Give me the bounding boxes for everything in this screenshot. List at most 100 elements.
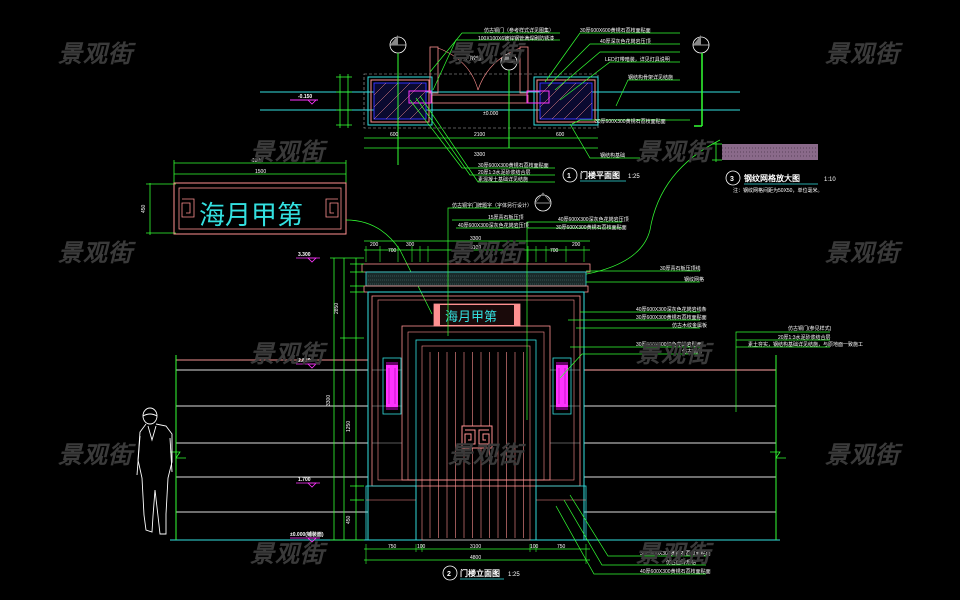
- sign-text: 海月甲第: [199, 201, 303, 231]
- view-number-1: 1: [567, 173, 571, 180]
- plan-note-right-low: 30厚600X300黄锈石荔枝面贴面: [595, 118, 666, 125]
- plan-left-dimensions: [336, 74, 352, 128]
- watermark: 景观街: [448, 239, 523, 267]
- elevation-annotations: 仿古铜字门牌题字（字体另行设计） 15厚青石板压顶 40厚600X300深灰色花…: [452, 202, 863, 575]
- plan-note-bottom-3: 素混凝土基础详见结施: [478, 176, 528, 183]
- break-symbol-left: [170, 451, 186, 459]
- view-title-mesh: 3 钢纹网格放大图 1:10 注：钢纹网格间距为50X50，单位毫米。: [725, 170, 836, 194]
- bottom-dim-gap-right: 100: [530, 544, 539, 550]
- view-scale-2: 1:25: [508, 572, 520, 578]
- top-dim-c: 300: [406, 242, 415, 248]
- plan-section-marker-left: [389, 35, 407, 165]
- watermark: 景观街: [636, 340, 711, 368]
- watermark: 景观街: [825, 40, 900, 68]
- watermark: 景观街: [58, 40, 133, 68]
- elev-mark-3: 1.700: [298, 477, 311, 483]
- elev-note-top-1: 仿古铜字门牌题字（字体另行设计）: [452, 202, 532, 209]
- view-title-1: 门楼平面图: [580, 170, 620, 180]
- elev-note-top-2: 15厚青石板压顶: [488, 214, 524, 221]
- name-plaque: 海月甲第: [433, 303, 521, 327]
- plan-note-steel: 100X100X6镀锌钢管满焊刷防锈漆: [478, 35, 554, 42]
- sign-dim-overall: 1800: [252, 158, 263, 164]
- elev-note-r-1: 30厚青石板压顶线: [660, 265, 701, 272]
- view-number-3: 3: [730, 176, 734, 183]
- elev-mark-1: 3.300: [298, 252, 311, 258]
- plan-annotations: 仿古铜门（参考样式详见图集） 100X100X6镀锌钢管满焊刷防锈漆 30厚60…: [466, 27, 673, 183]
- elev-mark-2: 2.850: [298, 358, 311, 364]
- plan-elevation-marker: -0.150: [290, 94, 318, 105]
- elev-mark-4: ±0.000(铺装面): [290, 531, 324, 538]
- view-title-3: 钢纹网格放大图: [744, 173, 800, 183]
- plan-note-hinge: 门铰轴: [466, 55, 481, 62]
- plan-dim-left: 600: [390, 132, 399, 138]
- top-dim-a: 200: [370, 242, 379, 248]
- break-symbol-right: [770, 451, 786, 459]
- plan-section-marker-right: [500, 52, 518, 148]
- bottom-dim-gap-left: 100: [417, 544, 426, 550]
- sign-dim-height: 450: [141, 204, 147, 213]
- top-dim-b: 700: [388, 248, 397, 254]
- top-dim-e: 200: [572, 242, 581, 248]
- elev-note-top-3: 40厚600X300深灰色花岗岩压顶: [458, 222, 529, 229]
- sign-fret-right: [325, 198, 339, 218]
- bottom-dim-right: 750: [557, 544, 566, 550]
- watermark: 景观街: [448, 441, 523, 469]
- plan-dim-total: 3300: [474, 152, 485, 158]
- elev-note-fr-2: 20厚1:3水泥砂浆结合层: [778, 334, 831, 341]
- plan-left-pillar: [367, 76, 433, 126]
- bottom-dim-total: 4800: [470, 555, 481, 561]
- left-dim-1: 2850: [334, 303, 340, 314]
- plan-elevation-label: -0.150: [298, 94, 312, 100]
- elev-note-r-4: 30厚600X300黄锈石荔枝面贴面: [636, 314, 707, 321]
- elev-note-fr-1: 仿古铜门(参见样式): [788, 325, 832, 332]
- elevation-left-dimensions: [330, 257, 364, 541]
- view-number-2: 2: [447, 571, 451, 578]
- plan-right-pillar: [533, 76, 599, 126]
- plan-note-bottom-1: 30厚600X300黄锈石荔枝面贴面: [478, 162, 549, 169]
- door-emblem-icon: [461, 425, 493, 449]
- plan-center-label: ±0.000: [483, 111, 498, 117]
- human-figure-icon: [136, 407, 173, 535]
- sign-detail: 1800 1500 450 海月甲第: [141, 158, 433, 315]
- plan-note-facing: 30厚600X600黄锈石荔枝面贴面: [580, 27, 651, 34]
- elevation-section-marker: [534, 192, 552, 212]
- elev-note-r-5: 仿古木纹金属板: [672, 322, 707, 329]
- watermark: 景观街: [250, 540, 325, 568]
- plan-note-led: LED灯带暗装，详见灯具说明: [605, 56, 670, 63]
- watermark: 景观街: [825, 441, 900, 469]
- plan-note-bottom-2: 20厚1:3水泥砂浆结合层: [478, 169, 531, 176]
- elev-note-br-2: 仿古面砖规格: [666, 559, 696, 566]
- plan-dim-right: 600: [556, 132, 565, 138]
- top-dim-total: 3300: [470, 236, 481, 242]
- view-title-plan: 1 门楼平面图 1:25: [562, 167, 640, 183]
- mesh-detail-view: 3 钢纹网格放大图 1:10 注：钢纹网格间距为50X50，单位毫米。: [559, 139, 836, 279]
- plan-leader-lines: [409, 32, 690, 183]
- detail-callout-arc: [559, 139, 721, 279]
- left-dim-2: 1250: [346, 421, 352, 432]
- plaque-text: 海月甲第: [445, 310, 497, 325]
- plan-gate-leaves: ±0.000: [408, 46, 550, 117]
- bottom-dim-left: 750: [388, 544, 397, 550]
- elev-note-br-1: 30厚600X300黄锈石荔枝面贴面: [640, 550, 711, 557]
- view-title-elevation: 2 门楼立面图 1:25: [442, 565, 520, 581]
- lantern-left: [382, 357, 402, 415]
- plan-section-marker-far-right: [692, 35, 710, 127]
- plan-note-coping: 40厚深灰色花岗岩压顶: [600, 38, 651, 45]
- watermark: 景观街: [636, 138, 711, 166]
- view-scale-1: 1:25: [628, 174, 640, 180]
- elevation-markers: 3.300 2.850 1.700 ±0.000(铺装面): [290, 252, 324, 543]
- elevation-top-dimensions: 3300 3100 200 700 300 700 200: [364, 236, 590, 262]
- watermark: 景观街: [250, 340, 325, 368]
- plan-note-gate: 仿古铜门（参考样式详见图集）: [484, 27, 554, 34]
- elev-note-r-6: 30厚600X300红色花岗岩贴面: [636, 341, 702, 348]
- watermark: 景观街: [825, 239, 900, 267]
- plan-note-frame: 钢结构骨架详见结施: [628, 74, 673, 81]
- plan-view: -0.150 ±0.000: [260, 27, 740, 183]
- elev-note-r-7: 仿古铜门: [682, 348, 702, 355]
- bottom-dim-door: 3100: [470, 544, 481, 550]
- watermark: 景观街: [448, 40, 523, 68]
- elev-note-br-3: 40厚600X300黄锈石荔枝面贴面: [640, 568, 711, 575]
- watermark: 景观街: [58, 441, 133, 469]
- top-dim-d: 700: [550, 248, 559, 254]
- elevation-view: 海月甲第 2850 3300 1250 450 3.300 2.850: [136, 192, 863, 581]
